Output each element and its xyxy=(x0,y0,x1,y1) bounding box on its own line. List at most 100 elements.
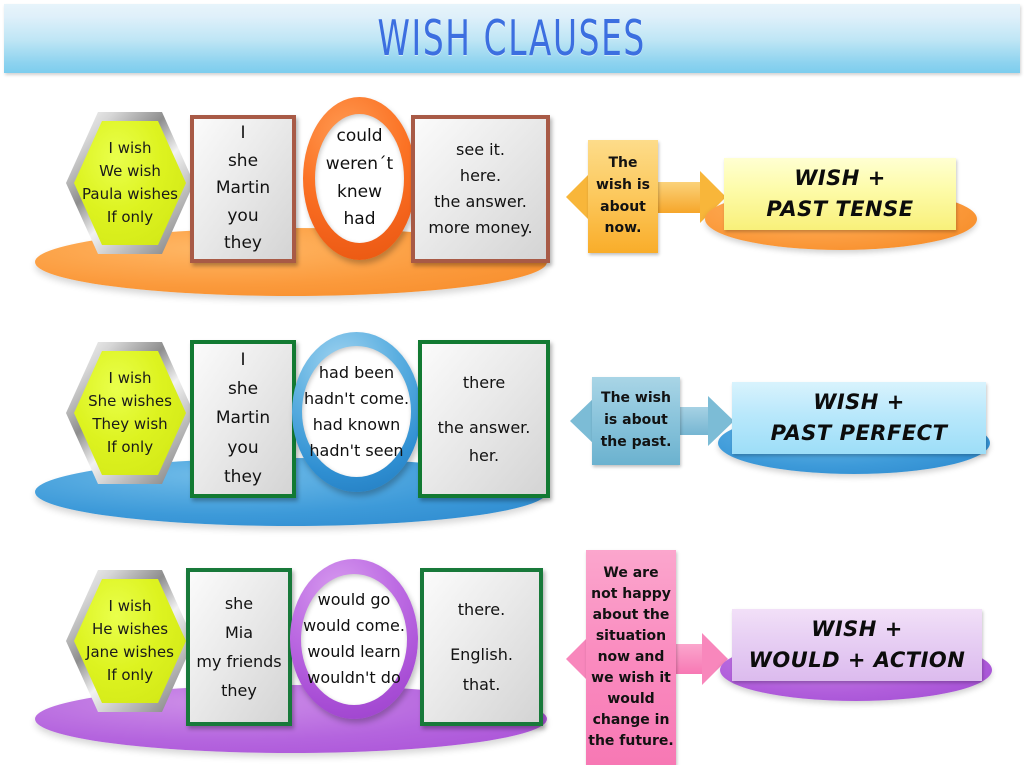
complement-item: English. xyxy=(450,645,513,665)
complement-card-present: see it. here. the answer. more money. xyxy=(411,115,550,263)
complement-item: the answer. xyxy=(434,192,527,211)
explanation-group-present: The wish is about now. xyxy=(566,140,726,253)
complement-item: there xyxy=(462,372,506,392)
verb-item: hadn't seen xyxy=(309,440,404,460)
verb-list-present: could weren´t knew had xyxy=(326,123,393,233)
subject-item: you xyxy=(227,205,259,226)
hex-line: If only xyxy=(106,438,154,457)
formula-group-past: WISH + PAST PERFECT xyxy=(700,376,1000,486)
complement-item: see it. xyxy=(456,140,505,160)
subject-item: she xyxy=(227,379,259,400)
verb-item: had known xyxy=(312,415,401,434)
hex-line: I wish xyxy=(108,368,152,387)
verb-list-past: had been hadn't come. had known hadn't s… xyxy=(304,360,409,464)
explanation-line: not happy xyxy=(591,586,671,602)
hexagon-subject-future: I wish He wishes Jane wishes If only xyxy=(66,570,194,712)
formula-plate-past: WISH + PAST PERFECT xyxy=(732,382,986,454)
verb-item: would go xyxy=(317,590,391,610)
explanation-line: would xyxy=(607,691,655,707)
subject-item: she xyxy=(227,150,259,171)
verb-item: would learn xyxy=(307,642,401,661)
formula-line: WOULD + ACTION xyxy=(748,648,966,672)
explanation-box-present: The wish is about now. xyxy=(588,140,658,253)
verb-item: wouldn't do xyxy=(307,667,401,687)
complement-item: here. xyxy=(459,166,502,186)
subject-item: you xyxy=(227,437,259,458)
explanation-line: We are xyxy=(603,565,659,581)
row-past-wish: I wish She wishes They wish If only I sh… xyxy=(0,320,1024,530)
hex-line: They wish xyxy=(92,415,168,433)
verb-donut-present: could weren´t knew had xyxy=(303,97,416,260)
page-title: WISH CLAUSES xyxy=(377,10,647,67)
hex-line: She wishes xyxy=(88,391,172,410)
verb-item: knew xyxy=(337,181,382,202)
explanation-group-future: We are not happy about the situation now… xyxy=(566,550,731,765)
title-bar: WISH CLAUSES xyxy=(4,4,1020,73)
subject-item: Martin xyxy=(215,178,271,199)
donut-hole xyxy=(302,346,411,477)
subject-item: she xyxy=(224,593,254,613)
complement-item xyxy=(479,624,484,640)
hex-line: If only xyxy=(106,666,154,685)
explanation-line: situation xyxy=(595,628,667,644)
subject-item: Martin xyxy=(215,408,271,429)
explanation-line: the future. xyxy=(588,733,674,749)
formula-line: WISH + xyxy=(813,389,905,414)
hexagon-subject-present: I wish We wish Paula wishes If only xyxy=(66,112,194,254)
arrow-left-icon xyxy=(570,396,596,446)
complement-card-past: there the answer. her. xyxy=(418,340,550,498)
hex-line: I wish xyxy=(108,138,152,157)
explanation-line: The xyxy=(608,155,638,172)
explanation-line: is about xyxy=(604,412,668,429)
hexagon-text-present: I wish We wish Paula wishes If only xyxy=(66,112,194,254)
complement-item xyxy=(481,396,486,414)
explanation-line: we wish it xyxy=(591,670,671,686)
verb-item: hadn't come. xyxy=(303,389,410,409)
donut-hole xyxy=(315,114,404,243)
complement-item: the answer. xyxy=(437,418,531,438)
verb-item: had been xyxy=(318,363,395,383)
subject-item: they xyxy=(224,233,262,254)
explanation-line: about the xyxy=(592,607,670,623)
explanation-line: the past. xyxy=(600,433,672,450)
subject-card-past: I she Martin you they xyxy=(190,340,296,498)
explanation-line: now and xyxy=(597,649,665,665)
hexagon-subject-past: I wish She wishes They wish If only xyxy=(66,342,194,484)
row-future-wish: I wish He wishes Jane wishes If only she… xyxy=(0,545,1024,765)
subject-card-present: I she Martin you they xyxy=(190,115,296,263)
formula-group-future: WISH + WOULD + ACTION xyxy=(700,603,1000,713)
explanation-line: now. xyxy=(604,220,642,237)
explanation-group-past: The wish is about the past. xyxy=(570,377,735,472)
subject-item: my friends xyxy=(196,652,282,671)
complement-item: there. xyxy=(457,600,506,620)
subject-item: Mia xyxy=(224,622,254,642)
formula-line: PAST TENSE xyxy=(766,197,914,221)
complement-item: that. xyxy=(462,674,501,694)
formula-plate-present: WISH + PAST TENSE xyxy=(724,158,956,230)
explanation-line: The wish xyxy=(601,390,671,407)
complement-item: her. xyxy=(468,445,500,465)
hex-line: We wish xyxy=(99,161,161,180)
formula-line: WISH + xyxy=(811,616,903,641)
hexagon-fill xyxy=(74,579,186,703)
hex-line: I wish xyxy=(108,596,152,615)
subject-item: I xyxy=(240,123,246,144)
subject-item: I xyxy=(240,349,246,370)
explanation-box-future: We are not happy about the situation now… xyxy=(586,550,676,765)
formula-group-present: WISH + PAST TENSE xyxy=(700,150,990,260)
subject-item: they xyxy=(221,681,257,701)
explanation-line: change in xyxy=(592,712,670,728)
subject-card-future: she Mia my friends they xyxy=(186,568,292,726)
donut-hole xyxy=(301,574,407,705)
hex-line: Jane wishes xyxy=(86,643,174,661)
formula-line: WISH + xyxy=(794,165,886,190)
hex-line: Paula wishes xyxy=(82,185,178,203)
subject-item: they xyxy=(224,466,262,487)
explanation-box-past: The wish is about the past. xyxy=(592,377,680,465)
arrow-left-icon xyxy=(566,171,592,223)
verb-donut-future: would go would come. would learn wouldn'… xyxy=(290,559,418,719)
hexagon-text-future: I wish He wishes Jane wishes If only xyxy=(66,570,194,712)
explanation-line: wish is xyxy=(595,176,651,193)
row-present-wish: I wish We wish Paula wishes If only I sh… xyxy=(0,88,1024,298)
